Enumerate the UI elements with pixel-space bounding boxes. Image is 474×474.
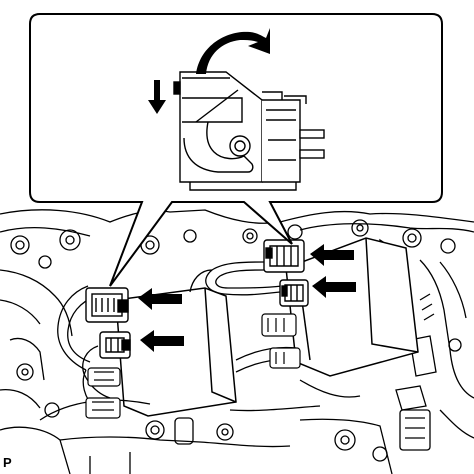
- control-unit-left: [115, 287, 237, 417]
- down-arrow-icon: [148, 80, 166, 114]
- curved-arrow-clockwise-icon: [196, 28, 270, 74]
- connector-lower-left: [99, 331, 131, 359]
- callout-arrow-lower-left: [140, 330, 184, 352]
- engine-background: [0, 209, 474, 474]
- callout-arrow-upper-left: [138, 288, 182, 310]
- inset-connector-drawing: [173, 71, 325, 191]
- callout-arrow-lower-right: [312, 276, 356, 298]
- callout-arrow-upper-right: [310, 244, 354, 266]
- connector-lower-right: [279, 279, 309, 307]
- figure-label: P: [3, 455, 12, 470]
- other-connectors: [85, 313, 301, 419]
- connector-upper-right: [263, 239, 305, 273]
- callout-arrows: [138, 244, 356, 352]
- connector-upper-left: [85, 287, 129, 323]
